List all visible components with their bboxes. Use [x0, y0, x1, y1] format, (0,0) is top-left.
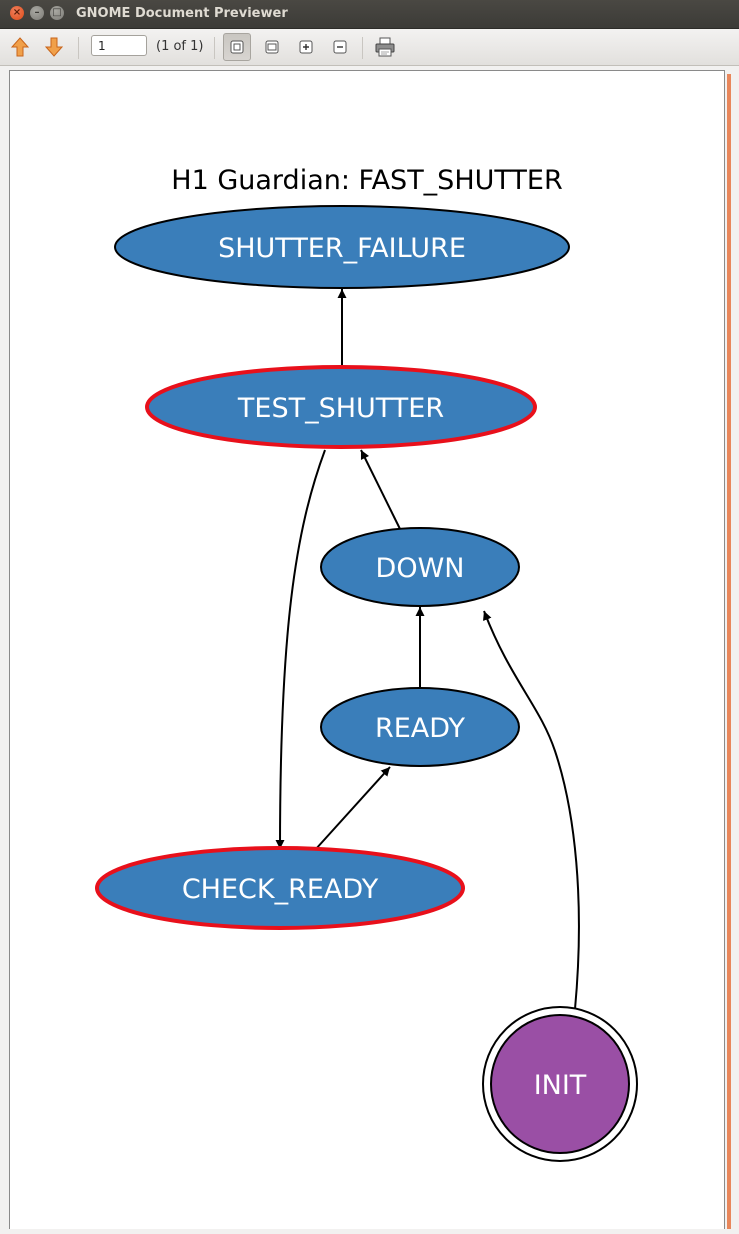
state-graph: H1 Guardian: FAST_SHUTTER SHUTTER_FAILUR…	[95, 165, 638, 1162]
node-init: INIT	[482, 1006, 638, 1162]
node-test-shutter: TEST_SHUTTER	[145, 365, 537, 449]
edge-test-shutter-to-check-ready	[275, 449, 326, 850]
minimize-window-button[interactable]: –	[30, 6, 44, 20]
node-label: READY	[375, 713, 466, 744]
edge-init-to-down	[483, 610, 580, 1010]
zoom-out-button[interactable]	[326, 33, 354, 61]
arrow-down-icon	[44, 37, 64, 57]
close-window-button[interactable]: ×	[10, 6, 24, 20]
edge-down-to-test-shutter	[360, 449, 402, 532]
node-shutter-failure: SHUTTER_FAILURE	[114, 205, 570, 289]
node-check-ready: CHECK_READY	[95, 846, 465, 930]
document-view[interactable]: H1 Guardian: FAST_SHUTTER SHUTTER_FAILUR…	[0, 66, 739, 1229]
toolbar-separator	[214, 37, 215, 59]
best-fit-icon	[230, 40, 244, 54]
document-page: H1 Guardian: FAST_SHUTTER SHUTTER_FAILUR…	[9, 70, 725, 1229]
zoom-in-icon	[299, 40, 313, 54]
window-titlebar: × – □ GNOME Document Previewer	[0, 0, 739, 29]
maximize-window-button[interactable]: □	[50, 6, 64, 20]
page-number-input[interactable]	[91, 35, 147, 56]
fit-width-icon	[265, 40, 279, 54]
window-title: GNOME Document Previewer	[76, 6, 288, 21]
page-count-label: (1 of 1)	[156, 39, 204, 54]
previous-page-button[interactable]	[6, 33, 34, 61]
zoom-out-icon	[333, 40, 347, 54]
node-ready: READY	[320, 687, 520, 767]
node-label: TEST_SHUTTER	[237, 393, 444, 424]
print-button[interactable]	[371, 33, 399, 61]
edge-check-ready-to-ready	[314, 766, 391, 851]
zoom-in-button[interactable]	[292, 33, 320, 61]
best-fit-button[interactable]	[223, 33, 251, 61]
graph-title: H1 Guardian: FAST_SHUTTER	[171, 165, 562, 196]
node-down: DOWN	[320, 527, 520, 607]
toolbar-separator	[78, 37, 79, 59]
node-label: SHUTTER_FAILURE	[218, 233, 466, 264]
node-label: INIT	[534, 1070, 587, 1101]
toolbar-separator	[362, 37, 363, 59]
fit-width-button[interactable]	[258, 33, 286, 61]
page-edge-shadow	[727, 74, 731, 1229]
node-label: DOWN	[376, 553, 465, 584]
arrow-up-icon	[10, 37, 30, 57]
toolbar: (1 of 1)	[0, 29, 739, 66]
printer-icon	[375, 37, 395, 57]
next-page-button[interactable]	[40, 33, 68, 61]
node-label: CHECK_READY	[182, 874, 379, 905]
